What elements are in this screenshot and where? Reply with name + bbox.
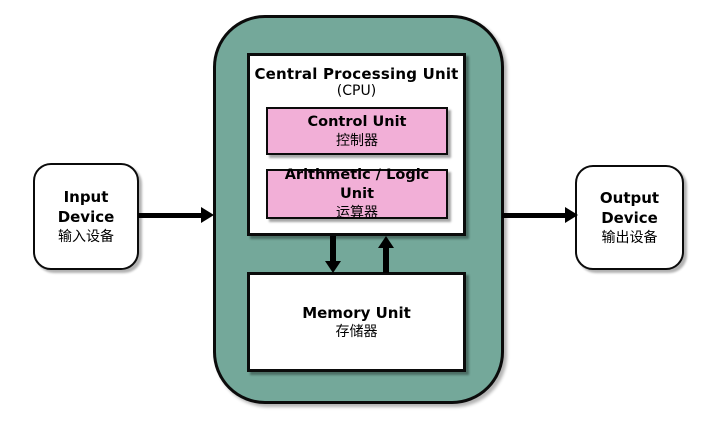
input-device-label-line1: Input [63,187,109,206]
arrow-shaft [502,212,565,218]
control-unit-label-en: Control Unit [307,113,407,130]
memory-to-cpu-arrow [377,236,394,273]
alu-box: Arithmetic / Logic Unit 运算器 [266,167,448,221]
arrowhead-right-icon [201,207,214,223]
input-device-label-line2: Device [57,207,115,226]
arrow-shaft [382,248,389,273]
control-unit-label-zh: 控制器 [336,132,378,149]
cpu-to-memory-arrow [324,236,341,273]
arrowhead-up-icon [377,236,394,248]
input-device-label-zh: 输入设备 [58,228,114,245]
alu-label-en: Arithmetic / Logic Unit [284,167,430,202]
memory-unit-label-zh: 存储器 [335,323,378,340]
memory-unit-label-en: Memory Unit [302,303,411,322]
output-device-label-zh: 输出设备 [601,229,658,246]
cpu-title: Central Processing Unit [254,65,459,83]
input-to-cpu-arrow [138,207,214,223]
cpu-to-output-arrow [502,207,578,223]
output-device-label-line1: Output [599,188,660,207]
memory-unit-box: Memory Unit 存储器 [247,272,466,372]
arrow-shaft [138,212,201,218]
arrowhead-down-icon [324,261,341,273]
input-device-box: Input Device 输入设备 [33,163,139,270]
output-device-box: Output Device 输出设备 [575,165,684,270]
control-unit-box: Control Unit 控制器 [266,107,448,155]
output-device-label-line2: Device [601,208,658,227]
cpu-subtitle: (CPU) [336,83,377,99]
arrowhead-right-icon [565,207,578,223]
arrow-shaft [329,236,336,261]
alu-label-zh: 运算器 [336,205,378,221]
